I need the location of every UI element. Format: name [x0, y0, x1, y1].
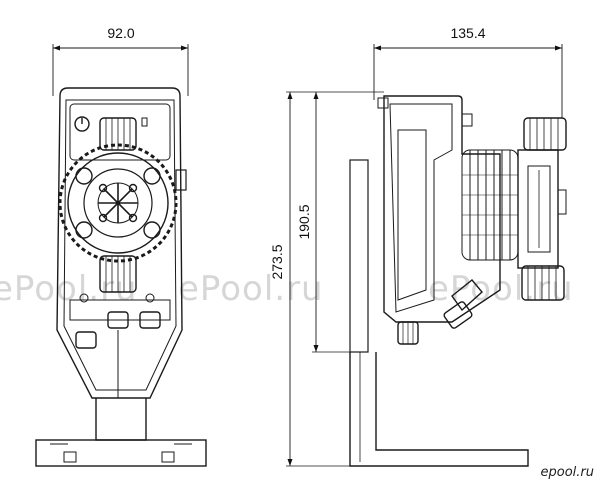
side-view — [286, 44, 567, 467]
front-width-value: 92.0 — [107, 25, 134, 41]
side-top-clip — [377, 97, 389, 109]
side-angled-gland — [443, 301, 473, 329]
watermark-layer: ePool.ru ePool.ru ePool.ru — [0, 269, 574, 309]
side-pump-head — [517, 149, 559, 269]
indicator-led — [141, 117, 148, 127]
front-housing-inner-outline — [63, 99, 177, 391]
pump-head-inner-ring — [83, 168, 153, 238]
side-housing-body — [383, 95, 501, 323]
front-stand-column — [95, 398, 147, 441]
total-height-value: 273.5 — [269, 244, 285, 279]
body-height-value: 190.5 — [296, 204, 312, 239]
cable-gland-right — [139, 311, 161, 329]
head-bolt-bottom-right — [143, 221, 161, 239]
cable-gland-left — [75, 331, 97, 349]
side-injection-port — [175, 169, 187, 191]
motor-cooling-fins — [461, 149, 519, 261]
side-lower-valve-cap — [521, 265, 565, 301]
pump-head-hub-spokes — [98, 183, 138, 223]
side-width-value: 135.4 — [450, 25, 485, 41]
pump-head-body — [67, 152, 169, 254]
head-bolt-top-right — [143, 167, 161, 185]
side-housing-recess — [397, 129, 427, 301]
head-bolt-top-left — [75, 167, 93, 185]
side-wall-bracket — [349, 159, 369, 353]
side-housing-panel — [389, 103, 453, 313]
cable-gland-center — [107, 311, 129, 329]
power-knob — [74, 116, 90, 132]
front-lower-recess — [69, 299, 171, 321]
brand-logo-text: epool.ru — [541, 465, 595, 480]
watermark-text-3: ePool.ru — [428, 269, 574, 309]
pump-head — [58, 143, 187, 263]
front-housing-outline — [56, 87, 183, 399]
side-upper-valve-cap — [523, 117, 567, 151]
side-injection-port — [557, 189, 567, 215]
pump-head-cooling-ring — [58, 143, 178, 263]
side-pump-head-inner — [527, 165, 551, 253]
front-base-plate — [35, 439, 207, 467]
side-angled-fitting — [451, 279, 483, 312]
front-control-panel — [69, 103, 171, 161]
watermark-text-1: ePool.ru — [0, 269, 138, 309]
side-stand — [349, 352, 529, 467]
front-view — [35, 44, 207, 467]
watermark-text-2: ePool.ru — [178, 269, 324, 309]
head-bolt-bottom-left — [75, 221, 93, 239]
